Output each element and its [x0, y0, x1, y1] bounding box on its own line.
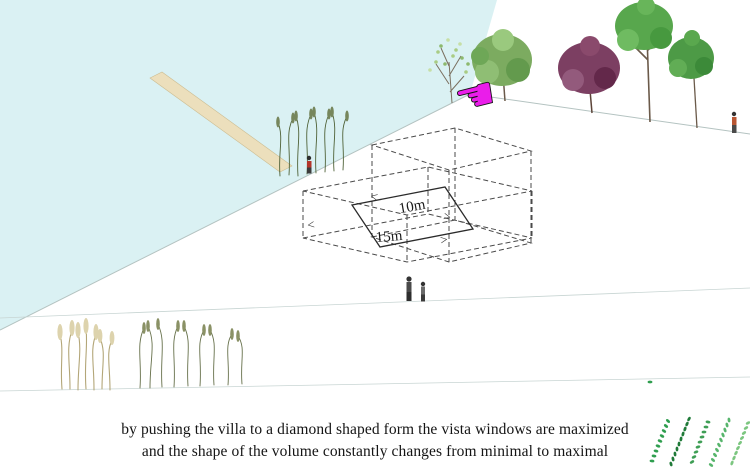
caption-line-1: by pushing the villa to a diamond shaped…: [121, 421, 629, 438]
dimension-arrows: < > < >: [306, 188, 452, 247]
foreground-grasses: [57, 318, 243, 391]
terrain-lines: [0, 93, 750, 392]
figure-child: [420, 281, 426, 302]
arrow-width-right-icon: >: [439, 232, 448, 248]
tree-sparse: [428, 38, 470, 104]
wide-volume-edges: [302, 167, 533, 262]
wide-volume-bottom: [302, 213, 533, 263]
figure-on-slope: [306, 155, 312, 174]
caption: by pushing the villa to a diamond shaped…: [0, 419, 750, 464]
villa-wireframe: [302, 127, 533, 263]
tree-tall: [615, 0, 673, 123]
arrow-depth-left-icon: <: [369, 188, 379, 204]
tree-purple: [558, 36, 620, 114]
wooden-plank: [149, 71, 293, 173]
tree-green-round: [471, 29, 532, 102]
tall-volume-top: [370, 127, 533, 171]
caption-line-2: and the shape of the volume constantly c…: [141, 443, 609, 461]
arrow-depth-right-icon: >: [442, 208, 452, 224]
slope-crest-line: [0, 93, 471, 331]
tree-green-small: [668, 30, 714, 129]
figure-far-right: [731, 111, 737, 133]
villa-floor-slab: [350, 186, 475, 248]
dimension-width-label: 15m: [375, 228, 403, 246]
dimension-depth-label: 10m: [398, 197, 427, 217]
tree-line: [469, 93, 750, 135]
foreground-line: [0, 376, 750, 392]
mid-ground-line: [0, 287, 750, 319]
figure-adult: [406, 276, 412, 301]
crest-reeds: [276, 106, 349, 177]
scattered-leaves: [647, 380, 750, 467]
sky-background: [0, 0, 497, 330]
arrow-width-left-icon: <: [306, 217, 315, 233]
scale-figures-mid: [406, 276, 426, 302]
